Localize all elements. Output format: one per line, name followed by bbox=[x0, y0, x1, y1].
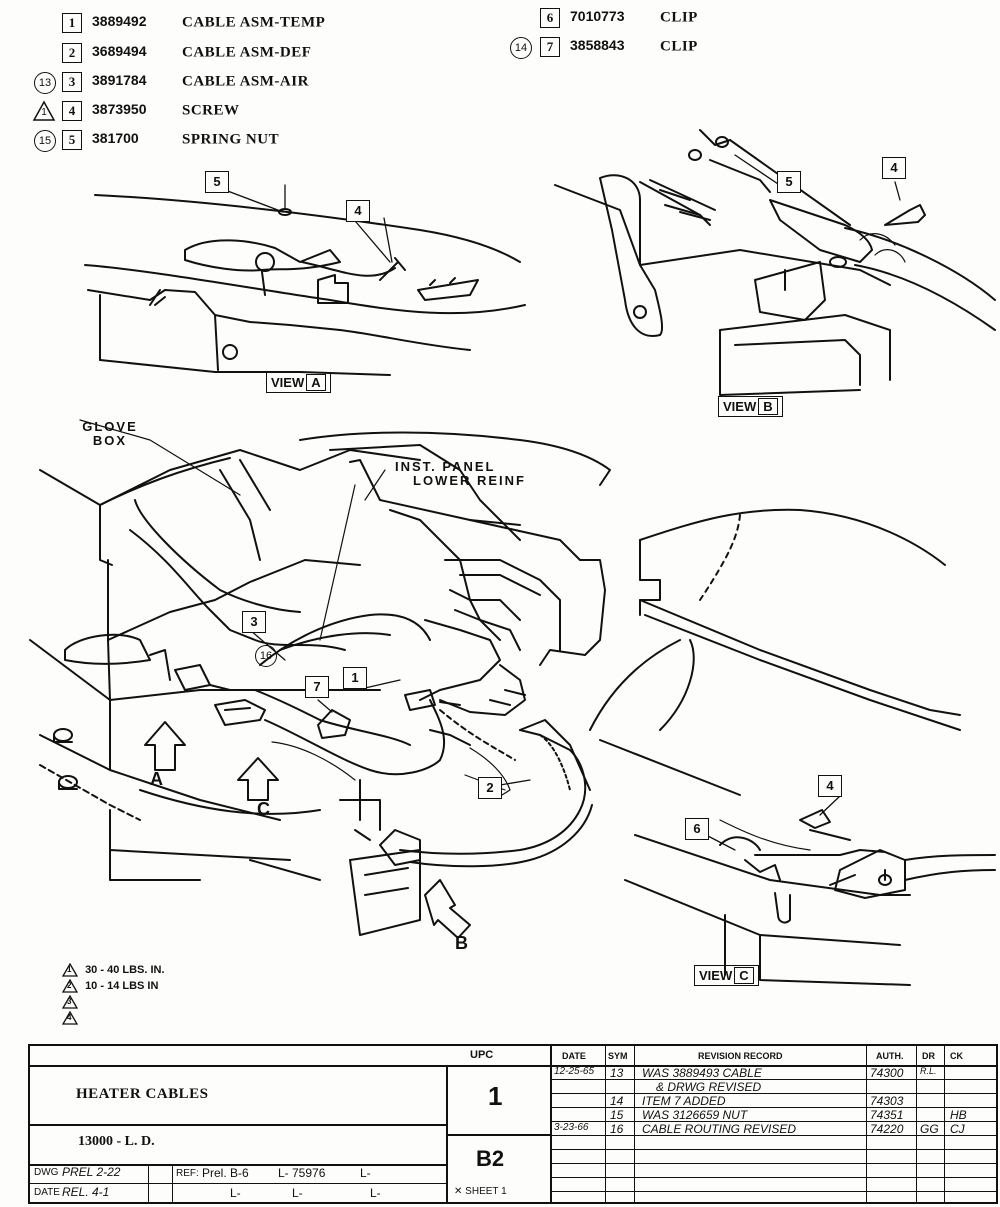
callout-5: 5 bbox=[777, 171, 801, 193]
parts-row: 4 3873950 SCREW bbox=[62, 101, 240, 121]
header-sym: SYM bbox=[608, 1051, 628, 1061]
date-label: DATE bbox=[34, 1187, 60, 1198]
dwg-label: DWG bbox=[34, 1167, 59, 1178]
header-date: DATE bbox=[562, 1051, 586, 1061]
date-value: REL. 4-1 bbox=[62, 1185, 110, 1199]
callout-1: 1 bbox=[343, 667, 367, 689]
item-number: 5 bbox=[62, 130, 82, 150]
callout-4: 4 bbox=[882, 157, 906, 179]
part-description: CABLE ASM-AIR bbox=[182, 73, 309, 90]
ref-value: Prel. B-6 bbox=[202, 1166, 249, 1180]
part-description: CLIP bbox=[660, 9, 698, 26]
parts-row: 1 3889492 CABLE ASM-TEMP bbox=[62, 13, 325, 33]
arrow-a-label: A bbox=[150, 769, 165, 789]
torque-note: 1 30 - 40 LBS. IN. bbox=[61, 962, 165, 977]
view-b-drawing bbox=[554, 129, 996, 396]
sheet-label: ✕ SHEET 1 bbox=[454, 1186, 507, 1197]
torque-note: 3 bbox=[61, 994, 79, 1009]
revision-mark: 15 bbox=[34, 130, 56, 152]
view-a-drawing bbox=[84, 184, 526, 376]
part-description: CLIP bbox=[660, 38, 698, 55]
callout-2: 2 bbox=[478, 777, 502, 799]
title-block: HEATER CABLES 13000 - L. D. DWG PREL 2-2… bbox=[28, 1044, 998, 1204]
drawing-title: HEATER CABLES bbox=[76, 1086, 209, 1102]
header-auth: AUTH. bbox=[876, 1051, 904, 1061]
header-ck: CK bbox=[950, 1051, 963, 1061]
callout-5: 5 bbox=[205, 171, 229, 193]
upc-number: 1 bbox=[488, 1081, 503, 1111]
model-number: 13000 - L. D. bbox=[78, 1134, 155, 1149]
main-assembly-drawing bbox=[29, 419, 611, 939]
group-number: B2 bbox=[476, 1146, 505, 1171]
parts-row: 3 3891784 CABLE ASM-AIR bbox=[62, 72, 309, 92]
torque-note: 2 10 - 14 LBS IN bbox=[61, 978, 158, 993]
callout-4: 4 bbox=[346, 200, 370, 222]
part-description: CABLE ASM-TEMP bbox=[182, 14, 326, 31]
part-description: SCREW bbox=[182, 102, 240, 119]
dwg-value: PREL 2-22 bbox=[62, 1165, 121, 1179]
part-description: SPRING NUT bbox=[182, 131, 280, 148]
line-art bbox=[29, 129, 996, 986]
item-number: 1 bbox=[62, 13, 82, 33]
header-record: REVISION RECORD bbox=[698, 1051, 783, 1061]
parts-row: 7 3858843 CLIP bbox=[540, 37, 698, 57]
part-number: 381700 bbox=[92, 130, 139, 147]
callout-6: 6 bbox=[685, 818, 709, 840]
revision-mark: 14 bbox=[510, 37, 532, 59]
parts-row: 5 381700 SPRING NUT bbox=[62, 130, 279, 150]
item-number: 3 bbox=[62, 72, 82, 92]
upc-label: UPC bbox=[470, 1049, 494, 1061]
l-mark: L- bbox=[230, 1186, 241, 1200]
l-mark: L- bbox=[360, 1166, 371, 1180]
part-description: CABLE ASM-DEF bbox=[182, 44, 312, 61]
torque-triangle-mark: 1 bbox=[32, 100, 56, 122]
item-number: 7 bbox=[540, 37, 560, 57]
l-mark: L- bbox=[292, 1186, 303, 1200]
part-number: 7010773 bbox=[570, 8, 625, 25]
callout-7: 7 bbox=[305, 676, 329, 698]
header-dr: DR bbox=[922, 1051, 935, 1061]
arrow-b-label: B bbox=[455, 933, 470, 953]
callout-3: 3 bbox=[242, 611, 266, 633]
l-mark: L- bbox=[370, 1186, 381, 1200]
ref-label: REF: bbox=[176, 1168, 199, 1179]
arrow-c-label: C bbox=[257, 799, 272, 819]
parts-row: 6 7010773 CLIP bbox=[540, 8, 698, 28]
item-number: 2 bbox=[62, 43, 82, 63]
item-number: 6 bbox=[540, 8, 560, 28]
torque-note: 4 bbox=[61, 1010, 79, 1025]
part-number: 3889492 bbox=[92, 13, 147, 30]
part-number: 3689494 bbox=[92, 43, 147, 60]
dash-panel-drawing bbox=[589, 508, 996, 986]
part-number: 3873950 bbox=[92, 101, 147, 118]
revision-mark: 16 bbox=[255, 645, 277, 667]
item-number: 4 bbox=[62, 101, 82, 121]
parts-row: 2 3689494 CABLE ASM-DEF bbox=[62, 43, 311, 63]
part-number: 3858843 bbox=[570, 37, 625, 54]
part-number: 3891784 bbox=[92, 72, 147, 89]
revision-mark: 13 bbox=[34, 72, 56, 94]
callout-4: 4 bbox=[818, 775, 842, 797]
ref-number: L- 75976 bbox=[278, 1166, 326, 1180]
